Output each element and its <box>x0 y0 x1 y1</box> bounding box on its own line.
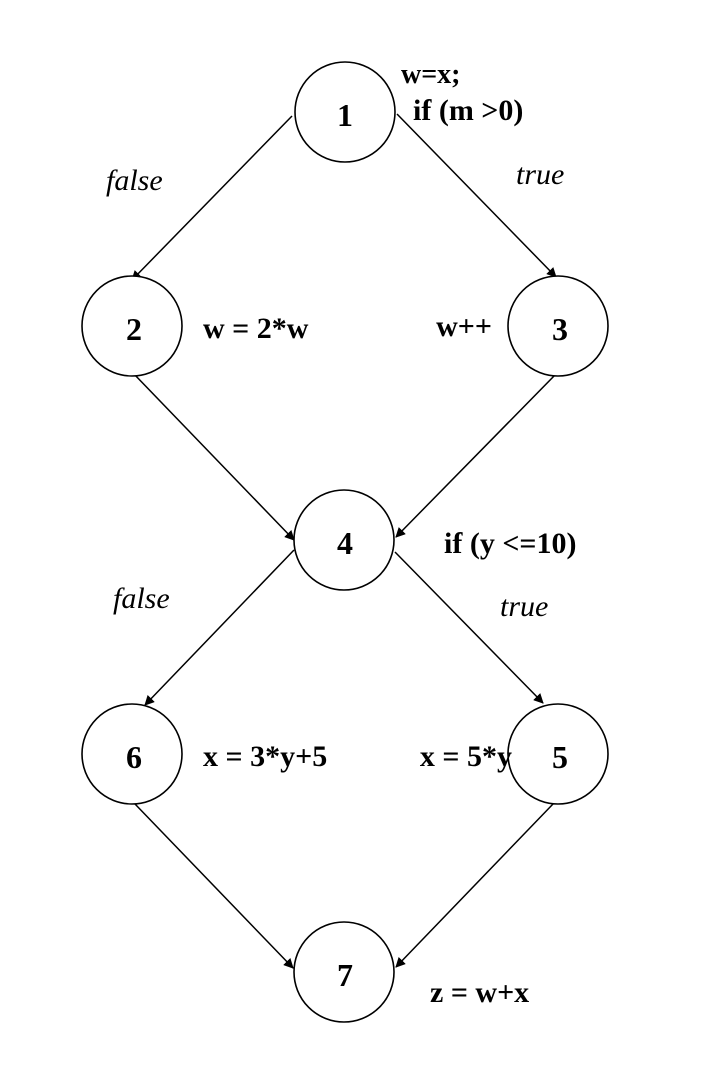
node-4: 4 <box>293 489 395 591</box>
node-5-code: x = 5*y <box>420 740 512 773</box>
node-4-label: 4 <box>337 525 353 561</box>
node-2: 2 <box>81 275 183 377</box>
node-6: 6 <box>81 703 183 805</box>
node-2-code: w = 2*w <box>203 312 309 345</box>
node-6-label: 6 <box>126 739 142 775</box>
edge-4-6-label: false <box>113 582 170 615</box>
edge-3-to-4 <box>395 373 557 538</box>
node-5-label: 5 <box>552 739 568 775</box>
node-1-label: 1 <box>337 97 353 133</box>
node-6-code: x = 3*y+5 <box>203 740 327 773</box>
edge-2-to-4 <box>132 372 295 541</box>
edge-4-to-5 <box>394 551 544 704</box>
node-5: 5 <box>507 703 609 805</box>
edge-4-5-label: true <box>500 590 548 623</box>
node-3: 3 <box>507 275 609 377</box>
edge-6-to-7 <box>134 803 294 969</box>
edge-1-3-label: true <box>516 158 564 191</box>
node-1-code-line2: if (m >0) <box>413 94 523 127</box>
node-3-code: w++ <box>436 310 492 343</box>
node-7-code: z = w+x <box>430 976 529 1009</box>
edge-1-2-label: false <box>106 164 163 197</box>
node-7: 7 <box>293 921 395 1023</box>
node-1-code-line1: w=x; <box>401 59 461 90</box>
edge-1-to-2 <box>131 115 293 281</box>
node-2-label: 2 <box>126 311 142 347</box>
edge-5-to-7 <box>395 803 554 968</box>
node-7-label: 7 <box>337 957 353 993</box>
node-4-code: if (y <=10) <box>444 527 577 560</box>
node-3-label: 3 <box>552 311 568 347</box>
edge-1-to-3 <box>396 113 557 278</box>
node-1: 1 <box>294 61 396 163</box>
edge-4-to-6 <box>144 549 295 706</box>
